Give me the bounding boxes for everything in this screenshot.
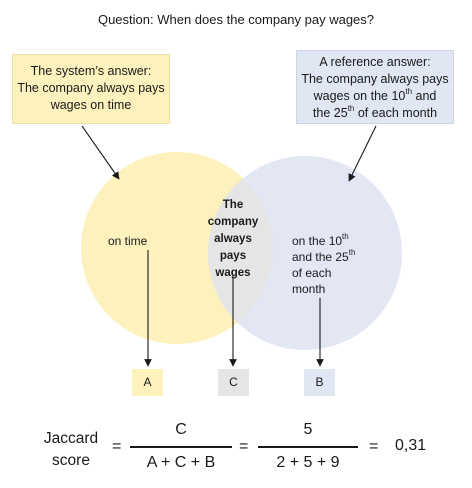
jaccard-result: 0,31: [395, 437, 427, 454]
arrow-system-to-circle: [81, 125, 120, 180]
equals-sign: =: [239, 438, 249, 455]
jaccard-score-label: Jaccard score: [43, 430, 99, 469]
fraction-2-numerator: 5: [303, 421, 313, 438]
equals-sign: =: [112, 438, 122, 455]
reference-answer-heading: A reference answer:: [319, 55, 431, 69]
venn-right-only-text: on the 10th and the 25th of each month: [292, 232, 356, 297]
system-answer-line: wages on time: [50, 98, 132, 112]
venn-overlap: [208, 156, 273, 344]
fraction-2-denominator: 2 + 5 + 9: [276, 454, 340, 471]
venn-overlap-text: The company always pays wages: [207, 199, 259, 279]
tag-b: B: [304, 369, 335, 396]
reference-answer-line: wages on the 10th and: [313, 86, 437, 103]
arrow-reference-to-circle: [348, 125, 377, 182]
question-title: Question: When does the company pay wage…: [97, 12, 375, 27]
system-answer-heading: The system’s answer:: [30, 64, 152, 78]
fraction-1-denominator: A + C + B: [146, 454, 216, 471]
tag-c: C: [218, 369, 249, 396]
fraction-2-bar: [258, 446, 358, 448]
reference-answer-line: The company always pays: [301, 72, 449, 86]
reference-answer-line: the 25th of each month: [312, 103, 438, 120]
fraction-1-numerator: C: [175, 421, 187, 438]
system-answer-box: The system’s answer: The company always …: [12, 54, 170, 124]
system-answer-line: The company always pays: [17, 81, 165, 95]
reference-answer-box: A reference answer: The company always p…: [296, 50, 454, 124]
tag-a: A: [132, 369, 163, 396]
fraction-1-bar: [130, 446, 232, 448]
venn-left-only-text: on time: [108, 234, 148, 248]
equals-sign: =: [369, 438, 379, 455]
